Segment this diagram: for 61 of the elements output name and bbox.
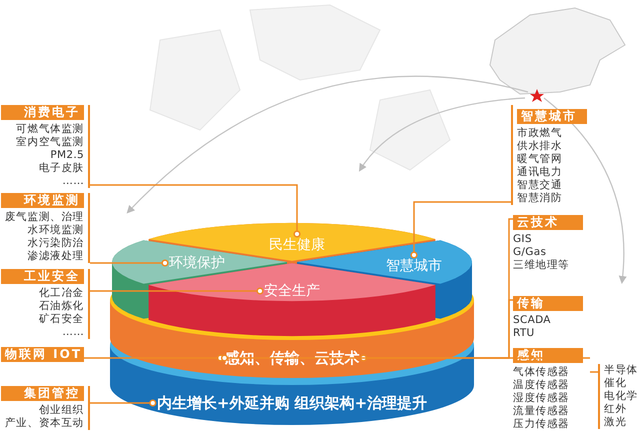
list-item: 气体传感器 xyxy=(513,366,570,379)
list-item: 室内空气监测 xyxy=(15,136,84,149)
category-heading: 云技术 xyxy=(513,215,583,230)
list-item: 供水排水 xyxy=(517,140,564,153)
list-item: 石油炼化 xyxy=(38,300,84,313)
category-heading: 集团管控 xyxy=(1,386,84,401)
list-item: RTU xyxy=(513,327,536,340)
list-item: 暖气管网 xyxy=(517,153,564,166)
list-item: 渗滤液处理 xyxy=(26,250,84,263)
segment-label: 安全生产 xyxy=(264,283,320,299)
category-heading: 环境监测 xyxy=(1,193,84,208)
category-heading: 消费电子 xyxy=(1,105,84,120)
category-heading: 传输 xyxy=(513,296,583,311)
list-item: 红外 xyxy=(604,403,628,416)
list-item: 产业、资本互动 xyxy=(4,417,84,430)
list-item: 压力传感器 xyxy=(513,418,570,431)
leader-line xyxy=(220,354,590,362)
list-item: G/Gas xyxy=(513,246,548,259)
list-item: 水污染防治 xyxy=(26,237,84,250)
leader-line xyxy=(84,354,224,362)
list-item: 通讯电力 xyxy=(517,166,564,179)
list-item: 湿度传感器 xyxy=(513,392,570,405)
list-item: 电子皮肤 xyxy=(38,162,84,175)
list-item: 化工冶金 xyxy=(38,287,84,300)
callout-bracket xyxy=(1,386,90,430)
segment-label: 智慧城市 xyxy=(386,258,442,274)
list-item: 激光 xyxy=(604,416,628,429)
leader-line xyxy=(90,184,301,238)
list-item: 市政燃气 xyxy=(517,127,564,140)
category-heading: 物联网 IOT xyxy=(1,347,84,362)
list-item: 流量传感器 xyxy=(513,405,570,418)
leader-line xyxy=(90,259,169,267)
list-item: 废气监测、治理 xyxy=(4,211,84,224)
list-item: 催化 xyxy=(604,377,628,390)
segment-label: 民生健康 xyxy=(269,237,325,253)
list-item: 三维地理等 xyxy=(513,259,570,272)
segment-label: 环境保护 xyxy=(169,255,225,271)
list-item: 温度传感器 xyxy=(513,379,570,392)
callout-bracket xyxy=(1,269,90,339)
leader-line xyxy=(410,201,511,259)
layer-label: 内生增长+外延并购 组织架构+治理提升 xyxy=(156,395,428,411)
list-item: 可燃气体监测 xyxy=(15,123,84,136)
category-heading: 工业安全 xyxy=(1,269,84,284)
list-item: 水环境监测 xyxy=(26,224,84,237)
list-item: 矿石安全 xyxy=(38,313,84,326)
list-item: …… xyxy=(61,175,84,188)
list-item: 半导体 xyxy=(604,364,639,377)
list-item: SCADA xyxy=(513,314,552,327)
callout-bracket xyxy=(1,105,90,188)
list-item: 智慧交通 xyxy=(517,179,564,192)
list-item: PM2.5 xyxy=(49,149,84,162)
category-heading: 智慧城市 xyxy=(517,109,587,124)
list-item: 智慧消防 xyxy=(517,192,564,205)
callout-bracket xyxy=(1,193,90,263)
list-item: 创业组织 xyxy=(38,404,84,417)
leader-line xyxy=(590,371,598,373)
leader-line xyxy=(90,287,264,295)
list-item: GIS xyxy=(513,233,533,246)
list-item: …… xyxy=(61,326,84,339)
leader-line xyxy=(90,399,156,407)
list-item: 电化学 xyxy=(604,390,639,403)
